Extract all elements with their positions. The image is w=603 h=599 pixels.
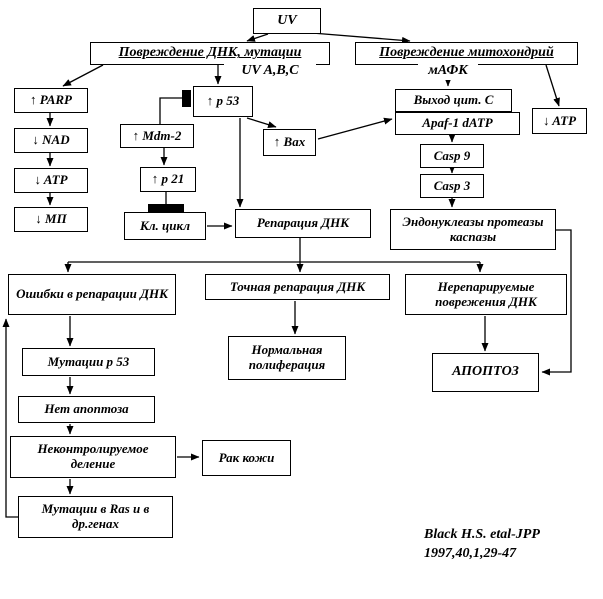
inhibition-bars xyxy=(148,90,191,212)
node-endonucleases: Эндонуклеазы протеазы каспазы xyxy=(390,209,556,250)
node-apaf: Apaf-1 dATP xyxy=(395,112,520,135)
node-repair-errors: Ошибки в репарации ДНК xyxy=(8,274,176,315)
citation-line1: Black H.S. etal-JPP xyxy=(424,527,540,542)
node-no-apoptosis: Нет апоптоза xyxy=(18,396,155,423)
node-dna-damage: Повреждение ДНК, мутации xyxy=(90,42,330,65)
node-bax: ↑ Bax xyxy=(263,129,316,156)
node-mdm2: ↑ Mdm-2 xyxy=(120,124,194,148)
node-p21: ↑ p 21 xyxy=(140,167,196,192)
label-mafk: мАФК xyxy=(418,63,478,80)
label-uv-types: UV A,B,C xyxy=(224,63,316,80)
node-dna-repair: Репарация ДНК xyxy=(235,209,371,238)
node-uncontrolled-division: Неконтролируемое деление xyxy=(10,436,176,478)
citation-line2: 1997,40,1,29-47 xyxy=(424,545,517,561)
node-uv: UV xyxy=(253,8,321,34)
node-apoptosis: АПОПТОЗ xyxy=(432,353,539,392)
node-ras-mutations: Мутации в Ras и в др.генах xyxy=(18,496,173,538)
node-normal-proliferation: Нормальная полиферация xyxy=(228,336,346,380)
node-mp: ↓ МП xyxy=(14,207,88,232)
node-mito-damage: Повреждение митохондрий xyxy=(355,42,578,65)
node-p53-mutations: Мутации p 53 xyxy=(22,348,155,376)
node-cyt-c: Выход цит. С xyxy=(395,89,512,112)
node-casp3: Casp 3 xyxy=(420,174,484,198)
citation: Black H.S. etal-JPP 1997,40,1,29-47 xyxy=(424,526,599,568)
inhibition-connectors xyxy=(159,97,183,205)
node-skin-cancer: Рак кожи xyxy=(202,440,291,476)
node-exact-repair: Точная репарация ДНК xyxy=(205,274,390,300)
node-parp: ↑ PARP xyxy=(14,88,88,113)
node-nad: ↓ NAD xyxy=(14,128,88,153)
node-unrepairable: Нерепарируемые поврежения ДНК xyxy=(405,274,567,315)
node-p53: ↑ p 53 xyxy=(193,86,253,117)
node-atp-right: ↓ ATP xyxy=(532,108,587,134)
node-casp9: Casp 9 xyxy=(420,144,484,168)
node-atp-left: ↓ ATP xyxy=(14,168,88,193)
node-cell-cycle: Кл. цикл xyxy=(124,212,206,240)
